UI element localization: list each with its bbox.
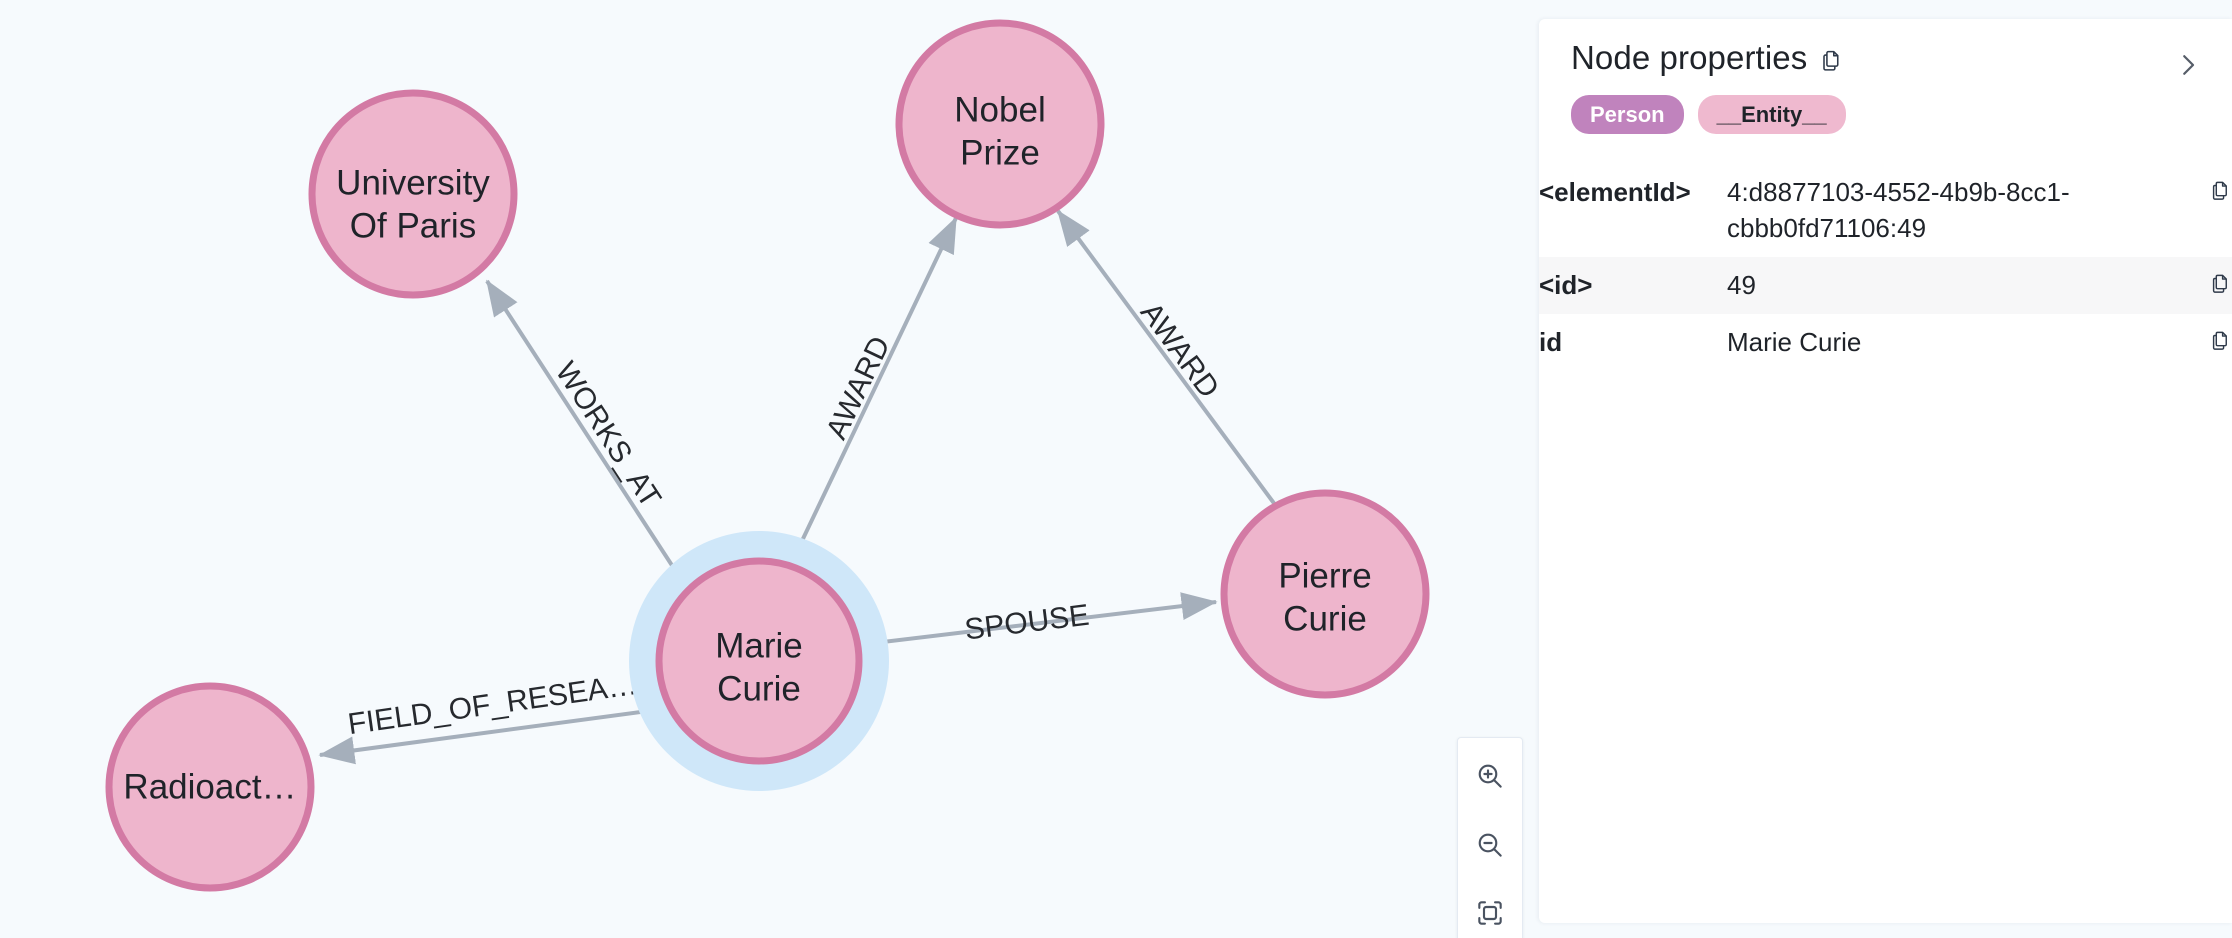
table-row: <id> 49	[1539, 257, 2232, 315]
relationship-award-marie[interactable]: AWARD	[788, 216, 958, 567]
property-value: Marie Curie	[1727, 327, 1862, 358]
relationship-works-at[interactable]: WORKS_AT	[485, 279, 690, 592]
copy-icon[interactable]	[2209, 272, 2232, 295]
relationship-label-works-at: WORKS_AT	[549, 356, 667, 513]
node-labels: Person __Entity__	[1539, 71, 2232, 135]
property-key: <elementId>	[1539, 177, 1691, 208]
graph-canvas[interactable]: WORKS_AT AWARD AWARD SPOUSE FIELD_OF_RES…	[0, 0, 1539, 938]
panel-header: Node properties	[1539, 19, 2232, 76]
property-value: 49	[1727, 270, 1756, 301]
property-key: id	[1539, 327, 1563, 358]
graph-node-marie-curie[interactable]: Marie Curie	[629, 531, 889, 791]
zoom-controls	[1457, 737, 1523, 938]
relationship-label-award-pierre: AWARD	[1134, 297, 1226, 405]
property-key: <id>	[1539, 270, 1593, 301]
copy-icon[interactable]	[2209, 329, 2232, 352]
table-row: <elementId> 4:d8877103-4552-4b9b-8cc1-cb…	[1539, 164, 2232, 257]
node-properties-table: <elementId> 4:d8877103-4552-4b9b-8cc1-cb…	[1539, 164, 2232, 371]
relationship-label-spouse: SPOUSE	[963, 599, 1091, 647]
graph-node-radioactivity[interactable]: Radioact…	[105, 682, 315, 892]
node-properties-panel: Node properties Person __Entity__	[1539, 19, 2232, 923]
property-value: 4:d8877103-4552-4b9b-8cc1-cbbb0fd71106:4…	[1727, 177, 2070, 243]
zoom-out-button[interactable]	[1466, 821, 1514, 869]
relationship-spouse[interactable]: SPOUSE	[857, 592, 1218, 647]
relationship-field-of-research[interactable]: FIELD_OF_RESEA…	[318, 668, 664, 765]
graph-node-nobel-prize[interactable]: Nobel Prize	[895, 19, 1105, 229]
collapse-panel-button[interactable]	[2168, 45, 2208, 85]
relationship-award-pierre[interactable]: AWARD	[1056, 209, 1278, 508]
copy-icon[interactable]	[1819, 48, 1844, 73]
node-label-chip-entity[interactable]: __Entity__	[1697, 95, 1846, 135]
fit-to-screen-button[interactable]	[1466, 889, 1514, 937]
table-row: id Marie Curie	[1539, 314, 2232, 371]
copy-icon[interactable]	[2209, 179, 2232, 202]
graph-node-university-of-paris[interactable]: University Of Paris	[308, 89, 518, 299]
zoom-in-button[interactable]	[1466, 752, 1514, 800]
page-title: Node properties	[1571, 39, 1808, 76]
graph-node-pierre-curie[interactable]: Pierre Curie	[1220, 489, 1430, 699]
relationship-label-award-marie: AWARD	[820, 331, 897, 444]
node-label-chip-person[interactable]: Person	[1571, 95, 1684, 135]
